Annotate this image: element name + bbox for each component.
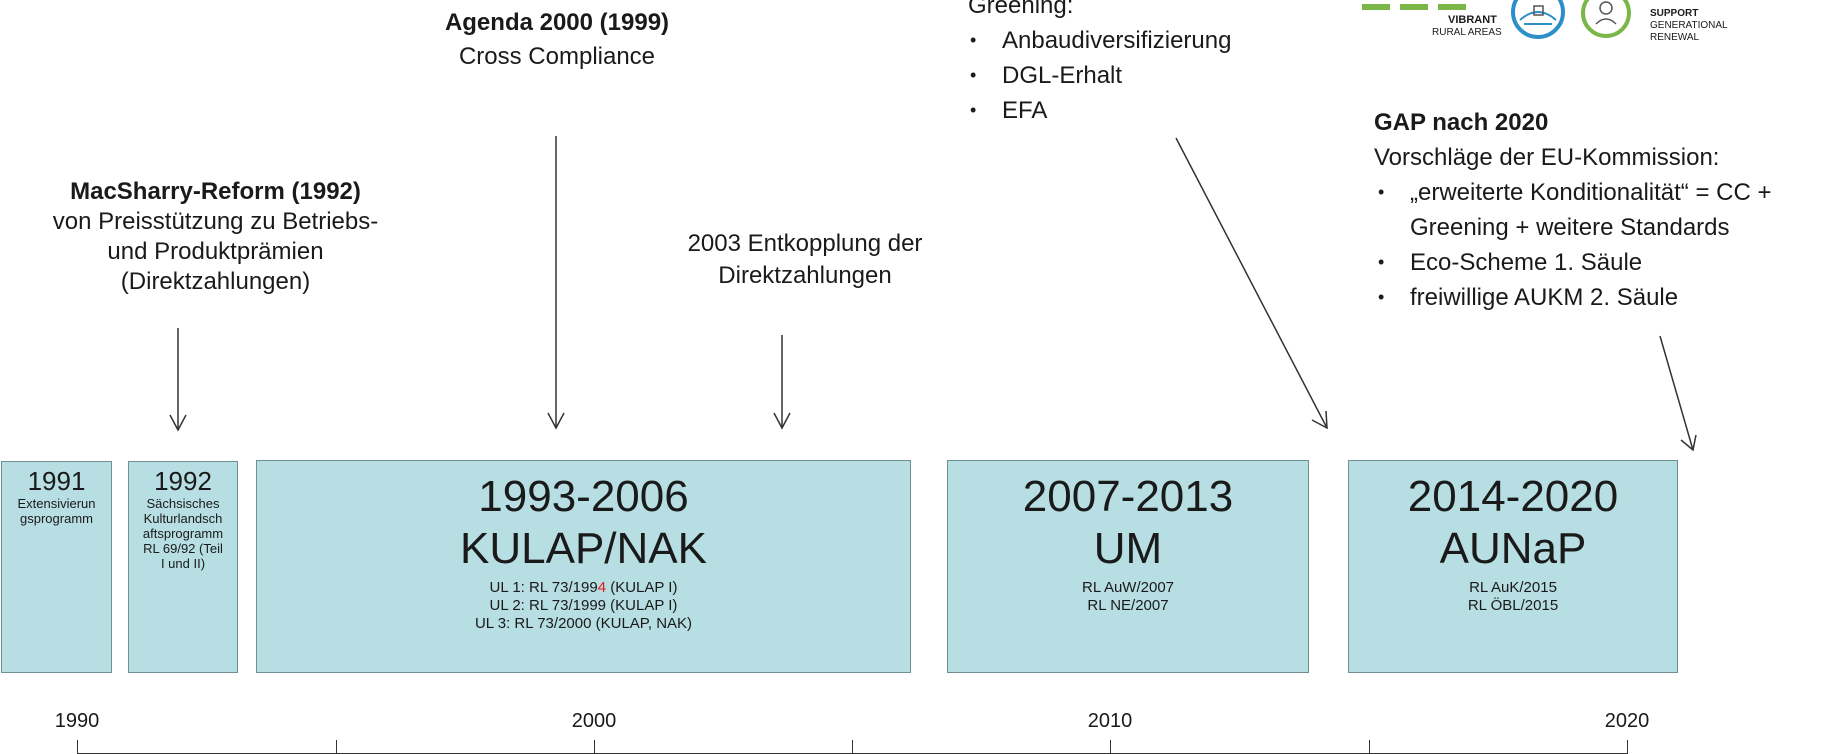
program-line: RL ÖBL/2015 — [1467, 597, 1559, 614]
program-years: 1993-2006 — [478, 472, 689, 521]
renewal-label: RENEWAL — [1650, 32, 1700, 43]
gap2020-annotation: GAP nach 2020 Vorschläge der EU-Kommissi… — [1374, 105, 1843, 315]
agenda2000-subtitle: Cross Compliance — [458, 43, 656, 70]
gap2020-item: Eco-Scheme 1. Säule — [1374, 245, 1843, 280]
program-box-kulap: 1993-2006 KULAP/NAK UL 1: RL 73/1994 (KU… — [256, 460, 911, 673]
greening-arrow — [1175, 137, 1328, 429]
macsharry-title: MacSharry-Reform (1992) — [70, 178, 361, 205]
axis-tick — [852, 740, 853, 754]
program-desc-line: RL 69/92 (Teil — [143, 541, 223, 556]
entkopplung-arrowhead — [773, 412, 791, 430]
entkopplung-line1: 2003 Entkopplung der — [687, 230, 923, 257]
axis-label: 2020 — [1604, 710, 1650, 732]
macsharry-arrowhead — [169, 414, 187, 432]
cap-objectives-logo: VIBRANT RURAL AREAS SUPPORT GENERATIONAL… — [1362, 0, 1843, 48]
greening-arrowhead — [1311, 410, 1328, 430]
gap2020-subtitle: Vorschläge der EU-Kommission: — [1374, 144, 1720, 171]
program-box-1992: 1992 Sächsisches Kulturlandsch aftsprogr… — [128, 461, 238, 673]
macsharry-line3: (Direktzahlungen) — [120, 268, 311, 295]
axis-label: 2010 — [1087, 710, 1133, 732]
program-line-ul3: UL 3: RL 73/2000 (KULAP, NAK) — [474, 615, 693, 632]
program-box-um: 2007-2013 UM RL AuW/2007 RL NE/2007 — [947, 460, 1309, 673]
axis-label: 1990 — [54, 710, 100, 732]
macsharry-line1: von Preisstützung zu Betriebs- — [52, 208, 379, 235]
program-line: RL AuW/2007 — [1082, 579, 1174, 596]
rural-areas-label: RURAL AREAS — [1432, 27, 1502, 38]
axis-label: 2000 — [571, 710, 617, 732]
axis-tick — [77, 740, 78, 754]
agenda2000-annotation: Agenda 2000 (1999) Cross Compliance — [392, 6, 722, 74]
program-years: 2007-2013 — [1022, 472, 1234, 521]
agenda2000-title: Agenda 2000 (1999) — [444, 9, 670, 36]
program-years: 2014-2020 — [1407, 472, 1619, 521]
program-desc-line: aftsprogramm — [142, 526, 224, 541]
program-name: KULAP/NAK — [460, 524, 707, 573]
green-dash — [1438, 4, 1466, 10]
program-line: RL AuK/2015 — [1469, 579, 1557, 596]
axis-tick — [336, 740, 337, 754]
support-label: SUPPORT — [1650, 8, 1699, 19]
gap2020-arrow — [1659, 335, 1694, 451]
program-name: UM — [1093, 524, 1163, 573]
program-years: 1991 — [27, 466, 86, 496]
green-dash — [1400, 4, 1428, 10]
macsharry-annotation: MacSharry-Reform (1992) von Preisstützun… — [8, 177, 423, 297]
gap2020-arrowhead — [1680, 434, 1697, 452]
gap2020-item: „erweiterte Konditionalität“ = CC + — [1374, 175, 1843, 210]
generational-renewal-icon — [1580, 0, 1632, 42]
vibrant-label: VIBRANT — [1448, 14, 1497, 26]
program-line: RL NE/2007 — [1087, 597, 1169, 614]
agenda2000-arrowhead — [547, 412, 565, 430]
program-years: 1992 — [154, 466, 212, 496]
green-dash — [1362, 4, 1390, 10]
rural-areas-icon — [1510, 0, 1566, 40]
program-desc-line: Extensivierun — [17, 496, 96, 511]
program-box-aunap: 2014-2020 AUNaP RL AuK/2015 RL ÖBL/2015 — [1348, 460, 1678, 673]
program-desc-line: Kulturlandsch — [143, 511, 223, 526]
program-desc-line: I und II) — [160, 556, 206, 571]
gap2020-item: freiwillige AUKM 2. Säule — [1374, 280, 1843, 315]
axis-tick — [1627, 740, 1628, 754]
program-line-ul2: UL 2: RL 73/1999 (KULAP I) — [489, 597, 678, 614]
gap2020-item-continued: Greening + weitere Standards — [1410, 214, 1730, 241]
axis-tick — [1369, 740, 1370, 754]
program-desc-line: gsprogramm — [20, 511, 93, 526]
entkopplung-annotation: 2003 Entkopplung der Direktzahlungen — [640, 228, 970, 292]
program-line-ul1: UL 1: RL 73/1994 (KULAP I) — [489, 579, 678, 596]
axis-tick — [1110, 740, 1111, 754]
entkopplung-line2: Direktzahlungen — [718, 262, 892, 289]
greening-item: DGL-Erhalt — [966, 58, 1306, 93]
program-name: AUNaP — [1439, 524, 1587, 573]
gap2020-title: GAP nach 2020 — [1374, 109, 1549, 136]
macsharry-line2: und Produktprämien — [107, 238, 324, 265]
greening-annotation: Greening: Anbaudiversifizierung DGL-Erha… — [966, 0, 1306, 128]
greening-item: Anbaudiversifizierung — [966, 23, 1306, 58]
greening-heading: Greening: — [968, 0, 1074, 19]
generational-label: GENERATIONAL — [1650, 20, 1728, 31]
program-box-1991: 1991 Extensivierun gsprogramm — [1, 461, 112, 673]
program-desc-line: Sächsisches — [146, 496, 220, 511]
axis-tick — [594, 740, 595, 754]
greening-item: EFA — [966, 93, 1306, 128]
